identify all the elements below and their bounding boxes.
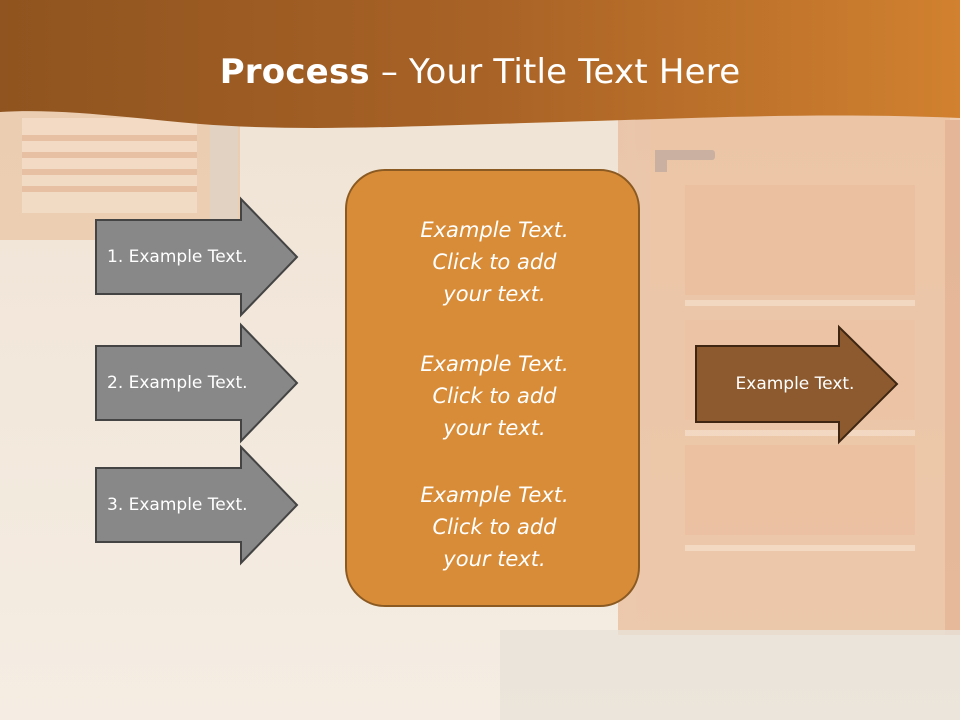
window-shutter <box>0 110 240 240</box>
center-item-1: Example Text. Click to add your text. <box>347 214 642 310</box>
arrow-shape <box>95 444 299 566</box>
header-band <box>0 0 960 128</box>
right-arrow: Example Text. <box>695 324 899 445</box>
left-arrow-1: 1. Example Text. <box>95 196 299 318</box>
center-item-3: Example Text. Click to add your text. <box>347 479 642 575</box>
title-rest: – Your Title Text Here <box>369 52 741 92</box>
center-item-line: Click to add <box>432 384 557 408</box>
center-item-line: Click to add <box>432 515 557 539</box>
center-item-line: your text. <box>443 547 546 571</box>
step <box>500 630 960 720</box>
center-item-2: Example Text. Click to add your text. <box>347 348 642 444</box>
right-arrow-label: Example Text. <box>735 374 855 394</box>
arrow-shape <box>95 196 299 318</box>
title-bold: Process <box>219 52 370 92</box>
left-arrow-2: 2. Example Text. <box>95 322 299 444</box>
left-arrow-label: 1. Example Text. <box>107 247 248 267</box>
left-arrow-label: 2. Example Text. <box>107 373 248 393</box>
center-item-line: Example Text. <box>420 483 569 507</box>
left-arrow-3: 3. Example Text. <box>95 444 299 566</box>
center-item-line: your text. <box>443 416 546 440</box>
left-arrow-label: 3. Example Text. <box>107 495 248 515</box>
arrow-shape <box>695 324 899 445</box>
slide-title: Process – Your Title Text Here <box>0 52 960 92</box>
center-item-line: Click to add <box>432 250 557 274</box>
center-text-box: Example Text. Click to add your text. Ex… <box>345 169 640 607</box>
center-item-line: Example Text. <box>420 218 569 242</box>
arrow-shape <box>95 322 299 444</box>
center-item-line: Example Text. <box>420 352 569 376</box>
center-item-line: your text. <box>443 282 546 306</box>
